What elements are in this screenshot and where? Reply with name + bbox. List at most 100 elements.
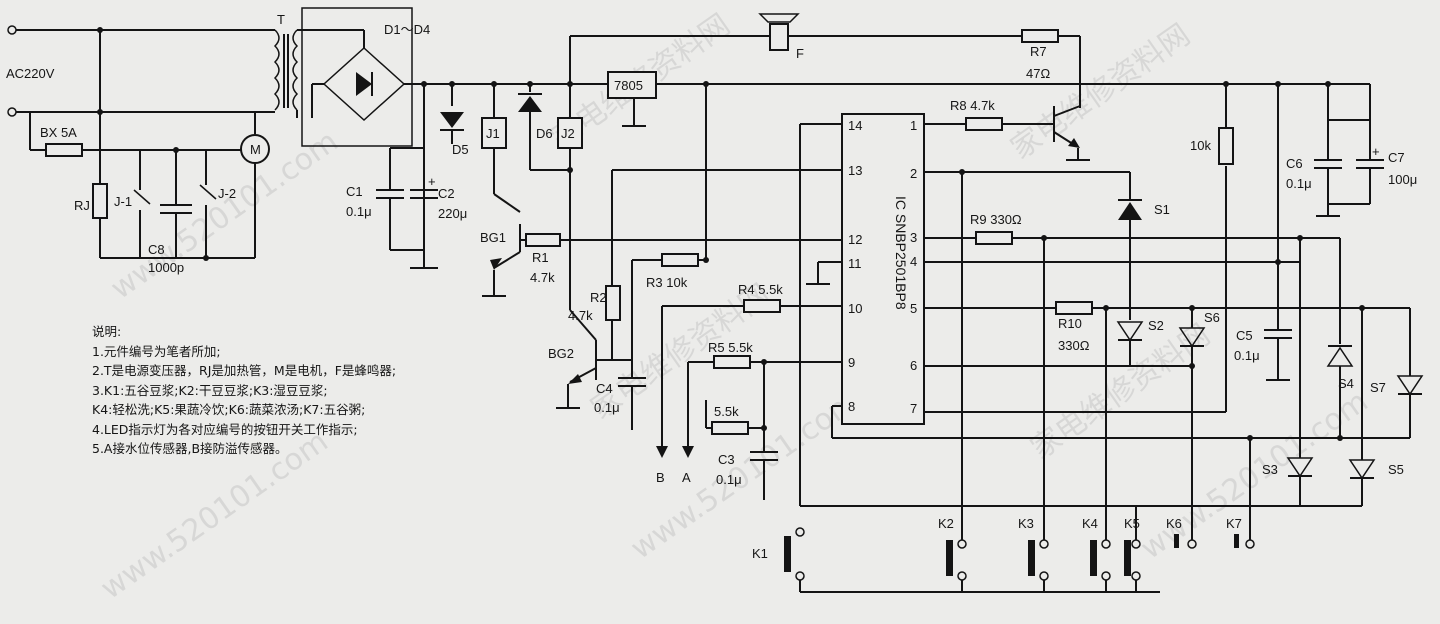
buzzer-f — [769, 23, 789, 51]
r1-value: 4.7k — [530, 270, 555, 285]
r1-name: R1 — [532, 250, 549, 265]
ac-terminal-1 — [7, 25, 17, 35]
fuse-bx — [45, 143, 83, 157]
notes-heading: 说明: — [92, 324, 122, 339]
sensor-a-label: A — [682, 470, 691, 485]
ic-pin-4: 4 — [910, 254, 917, 269]
bridge-outline — [301, 7, 413, 147]
key-k1-label: K1 — [752, 546, 768, 561]
bg2-label: BG2 — [548, 346, 574, 361]
ic-pin-3: 3 — [910, 230, 917, 245]
r5-label: R5 5.5k — [708, 340, 753, 355]
filter-section: C1 0.1μ + C2 220μ D5 — [346, 81, 469, 269]
r7-value: 47Ω — [1026, 66, 1050, 81]
c6-value: 0.1μ — [1286, 176, 1312, 191]
ic-pin-8: 8 — [848, 399, 855, 414]
c7-value: 100μ — [1388, 172, 1417, 187]
relay-j1-label: J1 — [486, 126, 500, 141]
notes-line: 4.LED指示灯为各对应编号的按钮开关工作指示; — [92, 421, 358, 437]
led-s5-label: S5 — [1388, 462, 1404, 477]
key-switches: K1 K2 K3 K4 K5 K6 K7 — [752, 435, 1362, 593]
c1-value: 0.1μ — [346, 204, 372, 219]
key-k2-label: K2 — [938, 516, 954, 531]
led-s2-label: S2 — [1148, 318, 1164, 333]
r4-label: R4 5.5k — [738, 282, 783, 297]
ic-pin-9: 9 — [848, 355, 855, 370]
led-s7-label: S7 — [1370, 380, 1386, 395]
sensor-driver: R2 4.7k BG2 C4 0.1μ R3 10k — [548, 253, 709, 430]
c1-name: C1 — [346, 184, 363, 199]
d6-label: D6 — [536, 126, 553, 141]
c7-name: C7 — [1388, 150, 1405, 165]
ac-input-label: AC220V — [6, 66, 55, 81]
right-supply-section: 10k C5 0.1μ + C6 0.1μ C7 100μ — [1190, 81, 1417, 381]
ic-pin-12: 12 — [848, 232, 862, 247]
regulator-label: 7805 — [614, 78, 643, 93]
r8-label: R8 4.7k — [950, 98, 995, 113]
relay-j2-label: J2 — [561, 126, 575, 141]
notes-block: 说明: 1.元件编号为笔者所加; 2.T是电源变压器，RJ是加热管，M是电机，F… — [92, 322, 396, 459]
sensor-b-label: B — [656, 470, 665, 485]
r2-name: R2 — [590, 290, 607, 305]
key-k5-label: K5 — [1124, 516, 1140, 531]
c5-name: C5 — [1236, 328, 1253, 343]
svg-text:+: + — [1372, 144, 1380, 159]
resistor-r3 — [661, 253, 699, 267]
c4-value: 0.1μ — [594, 400, 620, 415]
buzzer-label: F — [796, 46, 804, 61]
resistor-5k5 — [711, 421, 749, 435]
d5-label: D5 — [452, 142, 469, 157]
svg-text:+: + — [428, 174, 436, 189]
ic-pin-13: 13 — [848, 163, 862, 178]
transformer-bridge-section: T D1～D4 — [273, 7, 1370, 147]
c5-value: 0.1μ — [1234, 348, 1260, 363]
notes-line: 2.T是电源变压器，RJ是加热管，M是电机，F是蜂鸣器; — [92, 363, 397, 378]
resistor-r5 — [713, 355, 751, 369]
ic-snbp2501bp8: IC SNBP2501BP8 14 13 12 11 10 9 8 1 2 3 … — [611, 113, 1392, 540]
resistor-r10 — [1055, 301, 1093, 315]
resistor-r8 — [965, 117, 1003, 131]
c3-name: C3 — [718, 452, 735, 467]
key-k3-label: K3 — [1018, 516, 1034, 531]
ic-pin-11: 11 — [848, 256, 862, 271]
led-section: R9 330Ω R10 330Ω S1 S2 S6 S3 — [970, 172, 1424, 540]
notes-line: K4:轻松洗;K5:果蔬冷饮;K6:蔬菜浓汤;K7:五谷粥; — [92, 402, 366, 417]
ic-pin-7: 7 — [910, 401, 917, 416]
ic-pin-14: 14 — [848, 118, 862, 133]
r10-name: R10 — [1058, 316, 1082, 331]
r-extra-label: 5.5k — [714, 404, 739, 419]
relay-driver-1: J1 BG1 R1 4.7k — [480, 81, 842, 297]
ic-pin-5: 5 — [910, 301, 917, 316]
ac-input-section: AC220V BX 5A RJ J-1 C8 1000p — [6, 25, 275, 275]
notes-line: 5.A接水位传感器,B接防溢传感器。 — [92, 441, 288, 456]
motor-label: M — [250, 142, 261, 157]
led-s4-label: S4 — [1338, 376, 1354, 391]
relay-j1 — [481, 117, 507, 149]
heater-label: RJ — [74, 198, 90, 213]
c8-value: 1000p — [148, 260, 184, 275]
ic-label: IC SNBP2501BP8 — [893, 196, 909, 310]
c2-value: 220μ — [438, 206, 467, 221]
r3-label: R3 10k — [646, 275, 688, 290]
resistor-r4 — [743, 299, 781, 313]
ac-terminal-2 — [7, 107, 17, 117]
c8-name: C8 — [148, 242, 165, 257]
c6-name: C6 — [1286, 156, 1303, 171]
buzzer-driver: R8 4.7k — [950, 98, 1090, 161]
resistor-r7 — [1021, 29, 1059, 43]
sensor-inputs: R4 5.5k B R5 5.5k A 5.5k C3 0.1μ — [656, 282, 783, 500]
regulator-buzzer-section: 7805 F R7 47Ω — [570, 13, 1081, 262]
notes-line: 3.K1:五谷豆浆;K2:干豆豆浆;K3:湿豆豆浆; — [92, 382, 328, 398]
relay-j2 — [557, 117, 583, 149]
regulator-7805 — [607, 71, 657, 99]
c4-name: C4 — [596, 381, 613, 396]
fuse-label: BX 5A — [40, 125, 77, 140]
bg1-label: BG1 — [480, 230, 506, 245]
key-k6-label: K6 — [1166, 516, 1182, 531]
key-k4-label: K4 — [1082, 516, 1098, 531]
led-s1-label: S1 — [1154, 202, 1170, 217]
resistor-r2 — [605, 285, 621, 321]
ic-pin-10: 10 — [848, 301, 862, 316]
